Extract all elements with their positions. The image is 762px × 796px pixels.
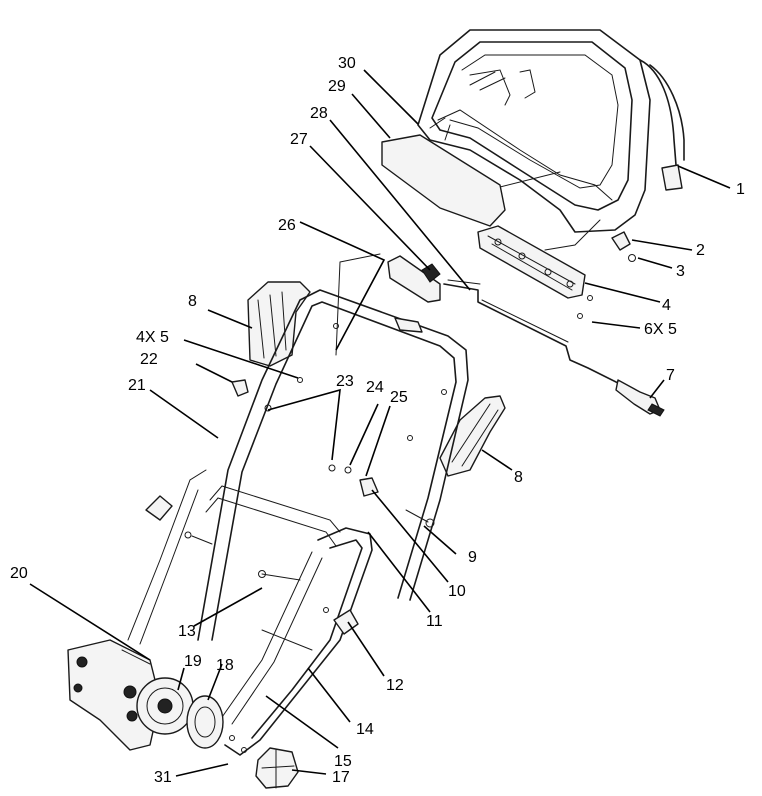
callout-15: 15 xyxy=(334,753,352,770)
deck-corner xyxy=(67,639,161,751)
callout-2: 2 xyxy=(696,242,705,259)
callout-17: 17 xyxy=(332,769,350,786)
hand-grip-left xyxy=(247,281,311,367)
hand-grip-right xyxy=(439,395,506,477)
handle-pad xyxy=(381,134,506,227)
callout-1: 1 xyxy=(736,181,745,198)
callout-22: 22 xyxy=(140,351,158,368)
callout-30: 30 xyxy=(338,55,356,72)
callout-12: 12 xyxy=(386,677,404,694)
control-cable xyxy=(443,279,665,417)
callout-7: 7 xyxy=(666,367,675,384)
wheel-adjuster xyxy=(136,677,194,735)
spacer-ring xyxy=(186,695,224,749)
callout-8-right: 8 xyxy=(514,469,523,486)
callout-24: 24 xyxy=(366,379,384,396)
clip-part xyxy=(611,231,636,262)
callout-3: 3 xyxy=(676,263,685,280)
callout-27: 27 xyxy=(290,131,308,148)
callout-23: 23 xyxy=(336,373,354,390)
callout-21: 21 xyxy=(128,377,146,394)
callout-31: 31 xyxy=(154,769,172,786)
control-bracket xyxy=(477,219,601,299)
cable-guide xyxy=(335,253,441,356)
callout-13: 13 xyxy=(178,623,196,640)
callout-11: 11 xyxy=(426,613,443,630)
callout-28: 28 xyxy=(310,105,328,122)
callout-29: 29 xyxy=(328,78,346,95)
callout-8-left: 8 xyxy=(188,293,197,310)
callout-4: 4 xyxy=(662,297,671,314)
callout-4x5: 4X 5 xyxy=(136,329,169,346)
callout-labels: 1 2 3 4 6X 5 7 8 8 4X 5 22 21 23 24 25 2… xyxy=(10,55,745,786)
screw-6 xyxy=(587,295,593,301)
upper-handle xyxy=(197,289,469,641)
callout-25: 25 xyxy=(390,389,408,406)
callout-19: 19 xyxy=(184,653,202,670)
callout-9: 9 xyxy=(468,549,477,566)
screw-6b xyxy=(577,313,583,319)
callout-14: 14 xyxy=(356,721,374,738)
callout-20: 20 xyxy=(10,565,28,582)
callout-6x5: 6X 5 xyxy=(644,321,677,338)
callout-18: 18 xyxy=(216,657,234,674)
leader-lines xyxy=(29,69,731,777)
callout-26: 26 xyxy=(278,217,296,234)
callout-10: 10 xyxy=(448,583,466,600)
hubcap xyxy=(255,747,299,789)
handle-top-assembly xyxy=(417,29,685,233)
